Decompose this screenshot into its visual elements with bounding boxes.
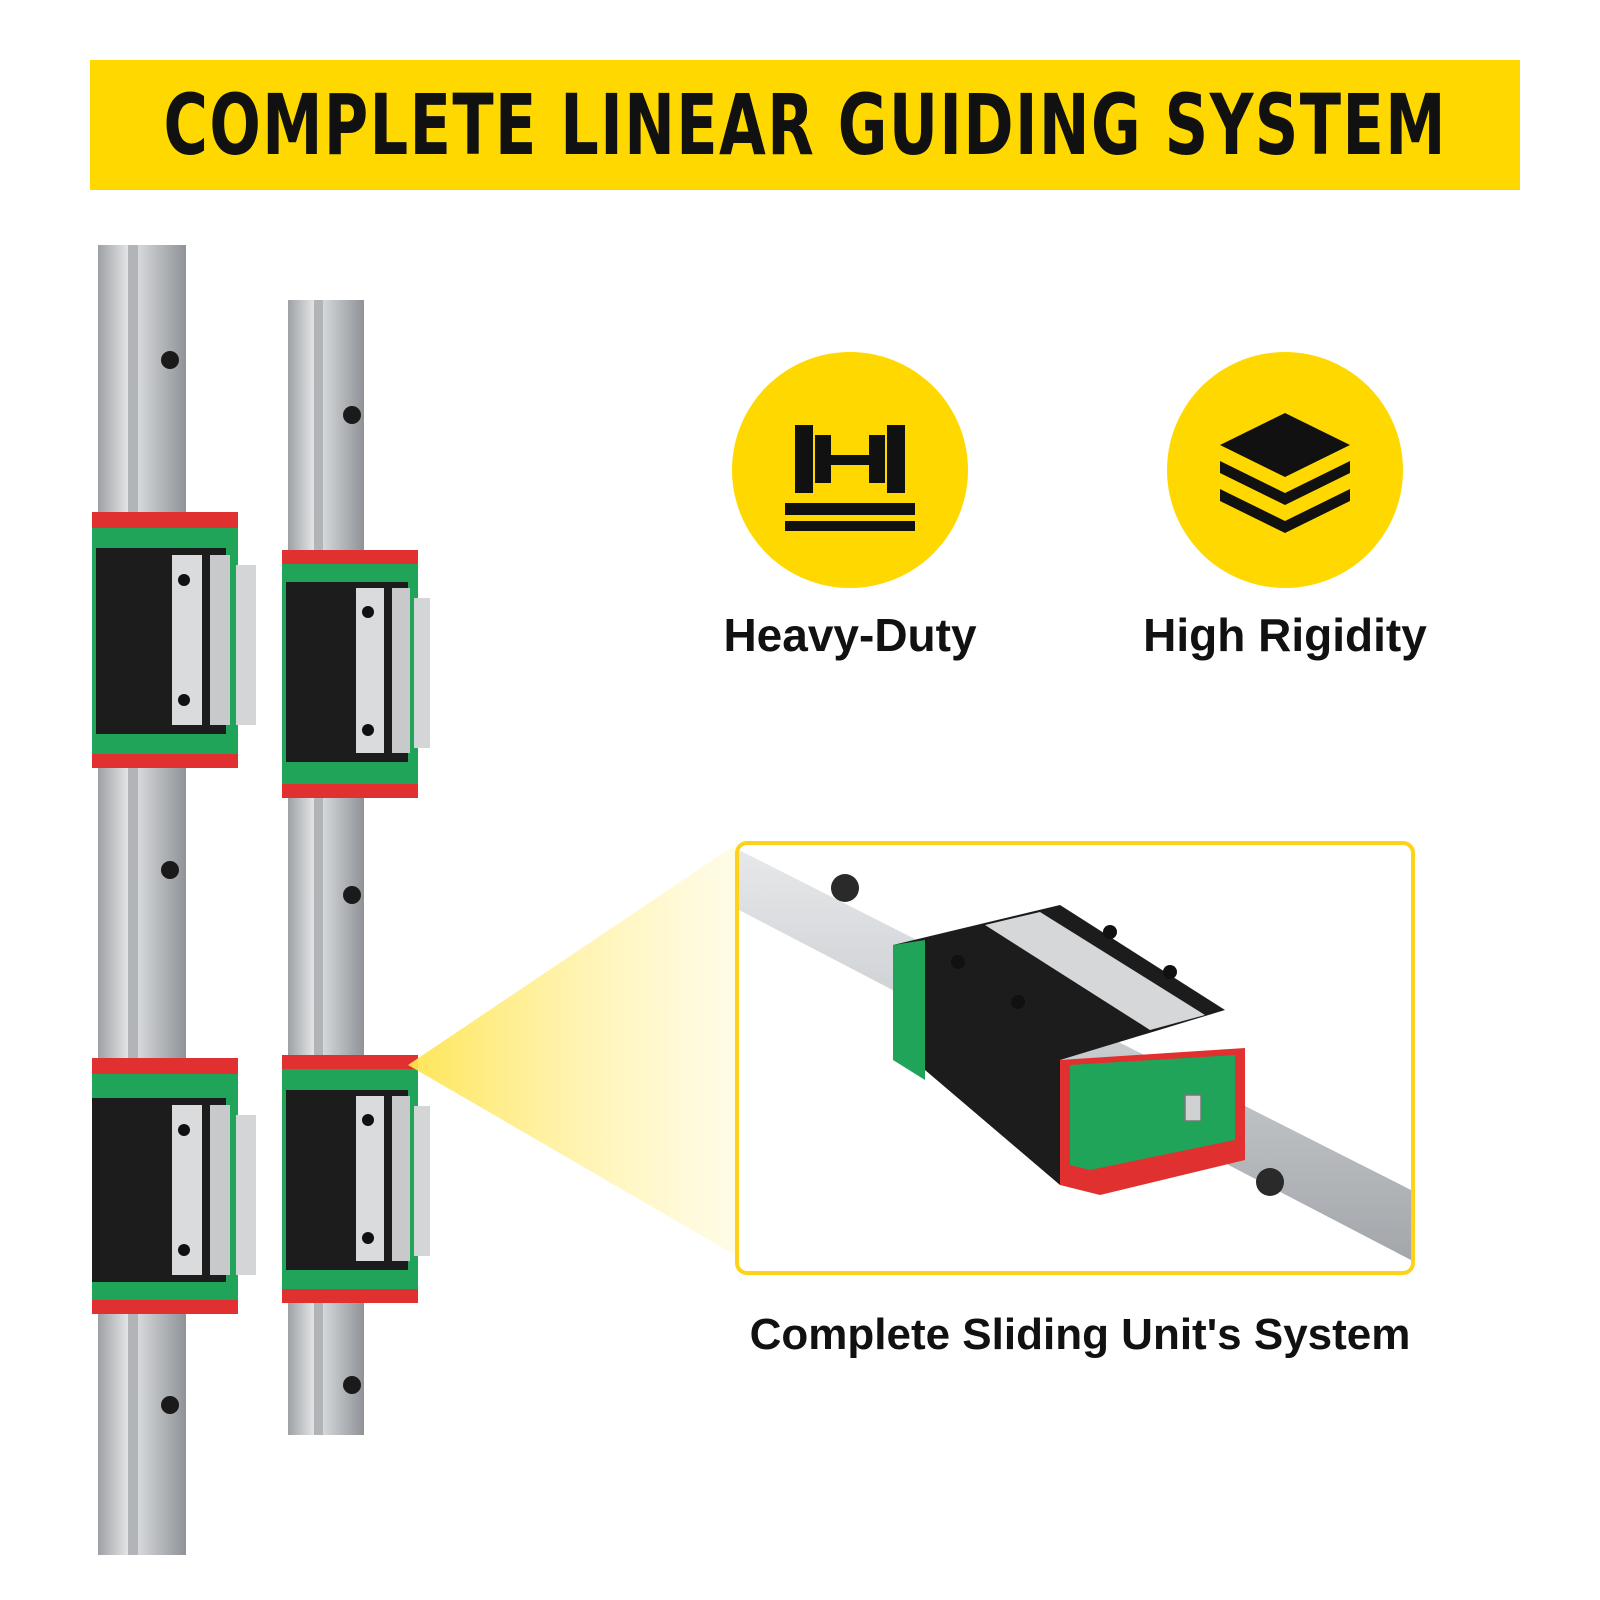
feature-heavy-duty-badge bbox=[732, 352, 968, 588]
banner-title: COMPLETE LINEAR GUIDING SYSTEM bbox=[163, 76, 1447, 174]
carriage-block-1 bbox=[92, 512, 256, 768]
heavy-duty-icon bbox=[785, 425, 915, 531]
title-banner: COMPLETE LINEAR GUIDING SYSTEM bbox=[90, 60, 1520, 190]
carriage-block-2 bbox=[282, 550, 430, 798]
zoom-beam bbox=[408, 845, 735, 1255]
feature-heavy-duty-label: Heavy-Duty bbox=[723, 609, 977, 661]
feature-high-rigidity-label: High Rigidity bbox=[1143, 609, 1427, 661]
layers-icon bbox=[1220, 413, 1350, 533]
feature-high-rigidity-badge bbox=[1167, 352, 1403, 588]
feature-heavy-duty: Heavy-Duty bbox=[680, 352, 1020, 662]
detail-caption: Complete Sliding Unit's System bbox=[749, 1310, 1411, 1359]
feature-high-rigidity: High Rigidity bbox=[1115, 352, 1455, 662]
linear-rail-left bbox=[98, 245, 186, 1555]
carriage-block-4 bbox=[282, 1055, 430, 1303]
detail-view bbox=[735, 841, 1415, 1275]
carriage-block-3 bbox=[92, 1058, 256, 1314]
